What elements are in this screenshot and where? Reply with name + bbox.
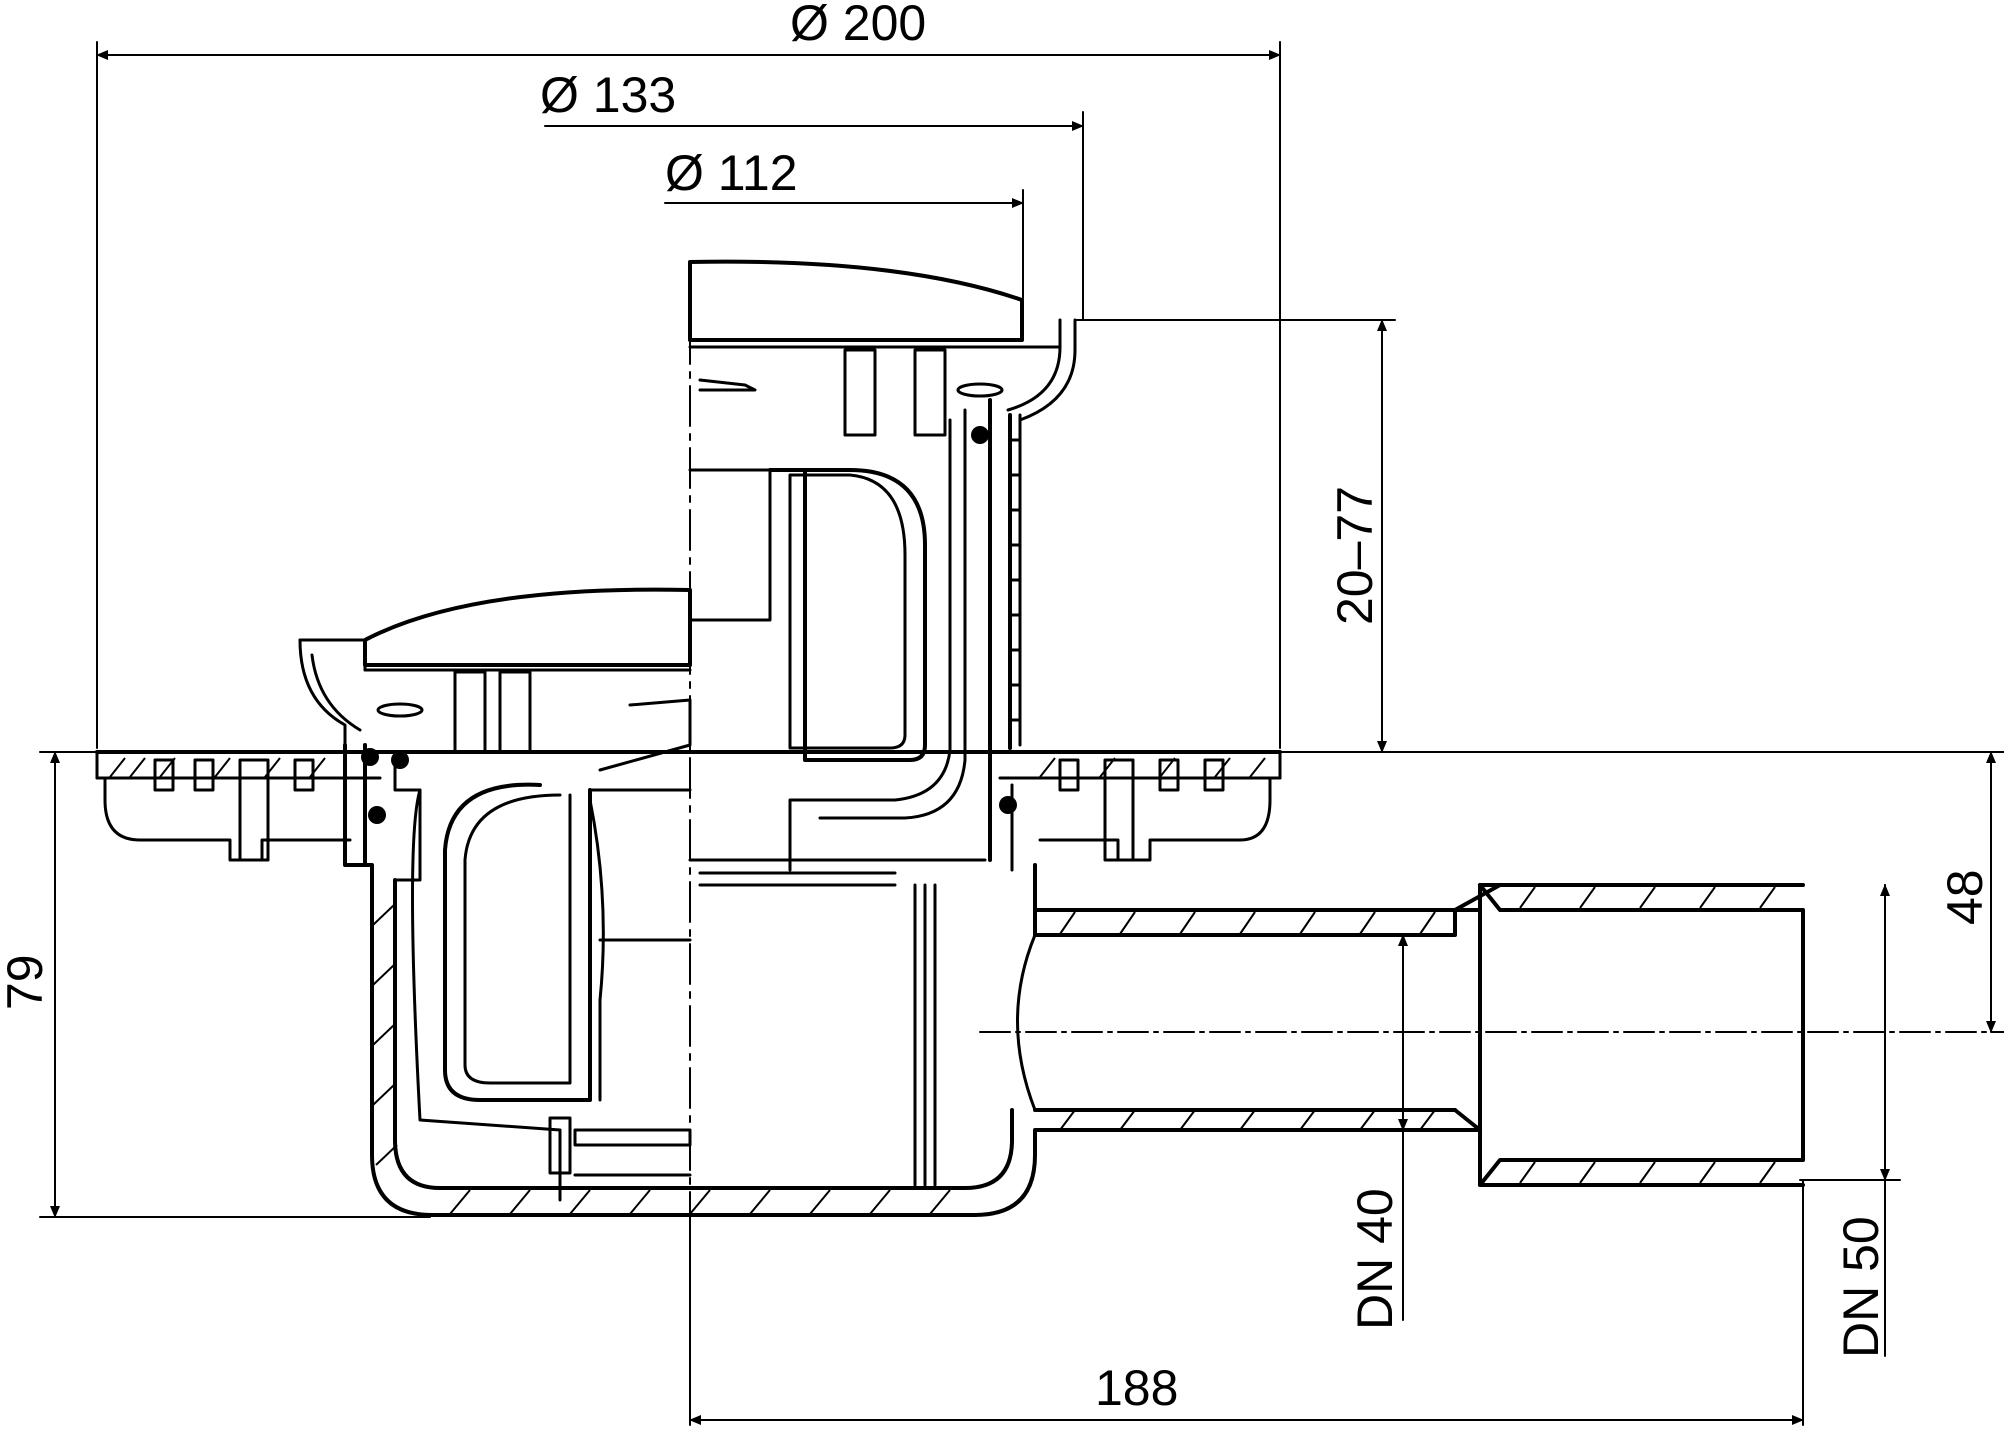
dim-height-range: 20–77 — [1327, 486, 1383, 625]
outlet-pipe — [1016, 863, 1805, 1187]
dim-dia-200: Ø 200 — [790, 0, 926, 51]
floor-flange — [95, 750, 1282, 862]
grating-high-position — [688, 259, 1077, 1187]
grating-low-position — [298, 587, 692, 1202]
seal-ring — [368, 806, 386, 824]
dim-dn50: DN 50 — [1833, 1216, 1889, 1358]
seal-ring — [391, 751, 409, 769]
dim-dia-133: Ø 133 — [540, 67, 676, 123]
dim-dia-112: Ø 112 — [665, 145, 798, 201]
seal-ring — [361, 748, 379, 766]
seal-ring — [999, 796, 1017, 814]
dim-outlet-height: 48 — [1937, 869, 1993, 925]
dim-total-height: 79 — [0, 954, 53, 1010]
seal-ring — [971, 426, 989, 444]
dim-dn40: DN 40 — [1347, 1188, 1403, 1330]
dim-length-188: 188 — [1095, 1360, 1178, 1416]
dimension-lines — [39, 41, 2004, 1426]
drain-body — [343, 743, 1805, 1217]
